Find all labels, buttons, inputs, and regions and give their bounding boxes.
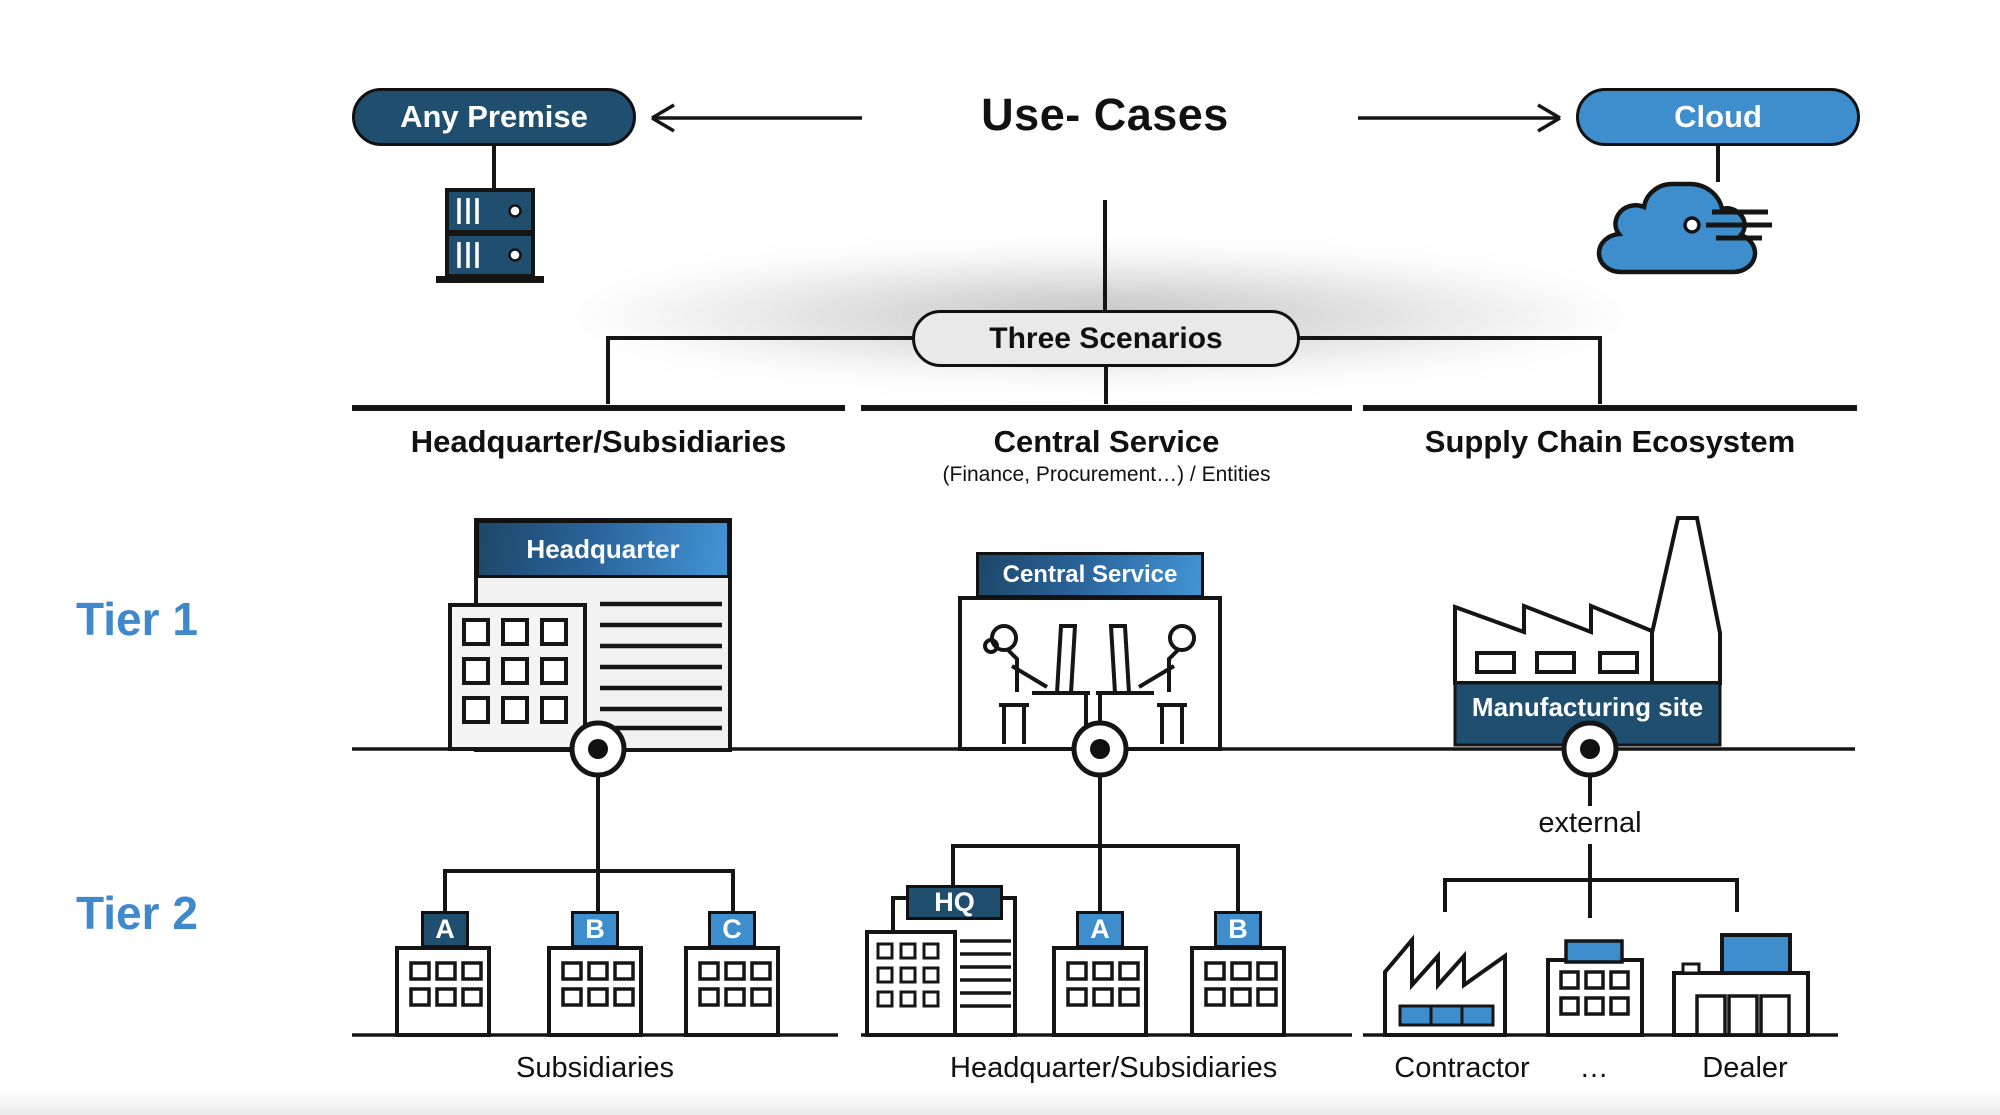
column-title-supply-chain: Supply Chain Ecosystem (1424, 424, 1796, 459)
column-subtitle-central-service: (Finance, Procurement…) / Entities (942, 463, 1271, 486)
tier2-col2-tree (951, 844, 1240, 911)
hq-building-cluster-icon (865, 896, 1017, 1037)
caption-contractor: Contractor (1394, 1052, 1530, 1084)
cloud-icon (1596, 181, 1772, 275)
manufacturing-site-band-label: Manufacturing site (1471, 692, 1704, 722)
contractor-factory-icon (1383, 934, 1507, 1037)
tag-c-label: C (722, 914, 742, 944)
subsidiary-tag-a-col1: A (421, 911, 469, 948)
scenarios-branches (606, 336, 1602, 404)
external-label: external (1490, 807, 1690, 840)
tag-a-label: A (435, 914, 455, 944)
tier2-col3-tree (1443, 844, 1739, 918)
headquarter-building-icon (448, 518, 732, 752)
cloud-pill[interactable]: Cloud (1576, 88, 1860, 146)
slide-bottom-edge (0, 1091, 2000, 1115)
tier-connection-nodes (569, 720, 1619, 871)
column-title-headquarter-subsidiaries: Headquarter/Subsidiaries (410, 424, 787, 459)
three-scenarios-label: Three Scenarios (989, 321, 1223, 355)
arrow-right-to-cloud (1358, 103, 1561, 133)
column-title-central-service: Central Service (993, 424, 1220, 459)
tag-a2-label: A (1090, 914, 1110, 944)
central-service-band: Central Service (976, 552, 1204, 598)
partner-building-icon (1546, 939, 1644, 1037)
cloud-label: Cloud (1674, 99, 1762, 134)
caption-subsidiaries: Subsidiaries (516, 1052, 674, 1084)
page-title: Use- Cases (981, 89, 1229, 140)
hq-tag-label: HQ (934, 887, 975, 917)
central-service-office-icon (958, 596, 1222, 751)
tag-b2-label: B (1228, 914, 1248, 944)
tag-b-label: B (585, 914, 605, 944)
subsidiary-tag-b-col2: B (1214, 911, 1262, 948)
headquarter-band-label: Headquarter (526, 533, 680, 564)
central-service-band-label: Central Service (1002, 561, 1178, 588)
caption-dealer: Dealer (1702, 1052, 1788, 1084)
caption-headquarter-subsidiaries: Headquarter/Subsidiaries (950, 1052, 1278, 1084)
tier2-label: Tier 2 (76, 887, 198, 939)
caption-dots: … (1579, 1052, 1609, 1084)
subsidiary-tag-a-col2: A (1076, 911, 1124, 948)
server-icon (436, 188, 544, 283)
tier1-label: Tier 1 (76, 593, 198, 645)
three-scenarios-pill[interactable]: Three Scenarios (912, 310, 1300, 367)
any-premise-label: Any Premise (400, 99, 588, 134)
office-workers-icon (983, 624, 1196, 744)
hq-tag: HQ (906, 885, 1003, 920)
subsidiary-buildings-col2 (861, 946, 1352, 1037)
arrow-left-to-any-premise (651, 103, 862, 133)
headquarter-band: Headquarter (476, 520, 730, 578)
dealer-building-icon (1672, 933, 1810, 1037)
subsidiary-tag-b-col1: B (571, 911, 619, 948)
any-premise-pill[interactable]: Any Premise (352, 88, 636, 146)
subsidiary-buildings-col1 (352, 946, 838, 1037)
subsidiary-tag-c-col1: C (708, 911, 756, 948)
tier2-col1-tree (443, 869, 735, 911)
